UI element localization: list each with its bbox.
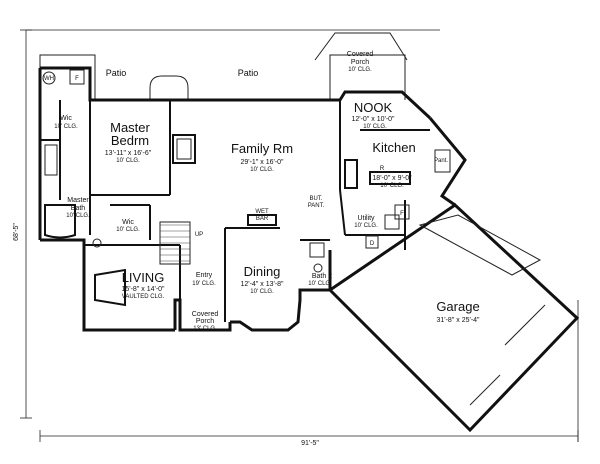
utility-label: Utility — [357, 215, 375, 222]
water-heater-label: WH — [44, 76, 54, 82]
nook-dims: 12'-0" x 10'-0" — [351, 116, 395, 123]
overall-width-label: 91'-5" — [301, 440, 319, 447]
master-bedroom-label2: Bedrm — [111, 133, 149, 148]
fridge-label-kitchen: F — [400, 211, 404, 217]
pantry-label: Pant. — [434, 158, 448, 164]
wet-bar-label: WET — [255, 209, 269, 215]
master-bedroom-ceiling: 10' CLG. — [116, 158, 140, 164]
dining-ceiling: 10' CLG. — [250, 289, 274, 295]
dining-label: Dining — [244, 264, 281, 279]
master-bedroom-dims: 13'-11" x 16'-6" — [105, 150, 152, 157]
family-room-ceiling: 10' CLG. — [250, 167, 274, 173]
master-bath-label2: Bath — [71, 205, 86, 212]
dimension-lines — [20, 29, 579, 442]
living-label: LIVING — [122, 270, 165, 285]
covered-porch-top-label2: Porch — [351, 59, 369, 66]
garage-walls — [327, 203, 580, 433]
nook-label: NOOK — [354, 100, 393, 115]
bath2-label: Bath 2 — [312, 273, 332, 280]
family-room-dims: 29'-1" x 16'-0" — [240, 159, 284, 166]
dining-dims: 12'-4" x 13'-8" — [240, 281, 284, 288]
fridge-label-master: F — [75, 76, 79, 82]
utility-ceiling: 10' CLG. — [354, 223, 378, 229]
dryer-label: D — [370, 241, 375, 247]
exterior-walls — [38, 66, 467, 332]
garage-dims: 31'-8" x 25'-4" — [436, 317, 480, 324]
entry-ceiling: 19' CLG. — [192, 281, 216, 287]
covered-porch-top-label: Covered — [347, 51, 374, 58]
wic-mid-label: Wic — [122, 219, 134, 226]
master-bath-label: Master — [67, 197, 89, 204]
covered-porch-front-label2: Porch — [196, 318, 214, 325]
covered-porch-front-ceiling: 13' CLG. — [193, 326, 217, 332]
interior-walls — [40, 100, 430, 322]
covered-porch-front-label: Covered — [192, 311, 219, 318]
living-ceiling: VAULTED CLG. — [122, 294, 165, 300]
master-bath-ceiling: 10' CLG. — [66, 213, 90, 219]
nook-ceiling: 10' CLG. — [363, 124, 387, 130]
room-labels: Patio Patio Covered Porch 10' CLG. NOOK … — [44, 51, 480, 332]
fixtures — [42, 69, 451, 307]
bath2-ceiling: 10' CLG. — [308, 281, 332, 287]
staircase — [159, 221, 191, 265]
patio-left-label: Patio — [106, 68, 127, 78]
entry-label: Entry — [196, 272, 213, 279]
kitchen-ceiling: 10' CLG. — [380, 183, 404, 189]
butler-pantry-label: BUT. — [309, 196, 322, 202]
overall-depth-label: 68'-5" — [13, 223, 20, 241]
range-label: R — [380, 166, 385, 172]
wet-bar-label2: BAR — [256, 216, 269, 222]
patio-right-label: Patio — [238, 68, 259, 78]
garage-label: Garage — [436, 299, 479, 314]
living-dims: 15'-8" x 14'-0" — [121, 286, 165, 293]
butler-pantry-label2: PANT. — [308, 203, 325, 209]
master-bedroom-label: Master — [110, 120, 150, 135]
wic-top-ceiling: 10' CLG. — [54, 124, 78, 130]
wic-top-label: Wic — [60, 115, 72, 122]
kitchen-dims: 18'-0" x 9'-0" — [372, 175, 412, 182]
kitchen-label: Kitchen — [372, 140, 415, 155]
family-room-label: Family Rm — [231, 141, 293, 156]
covered-porch-top-ceiling: 10' CLG. — [348, 67, 372, 73]
wic-mid-ceiling: 10' CLG. — [116, 227, 140, 233]
stairs-up-label: UP — [195, 232, 203, 238]
